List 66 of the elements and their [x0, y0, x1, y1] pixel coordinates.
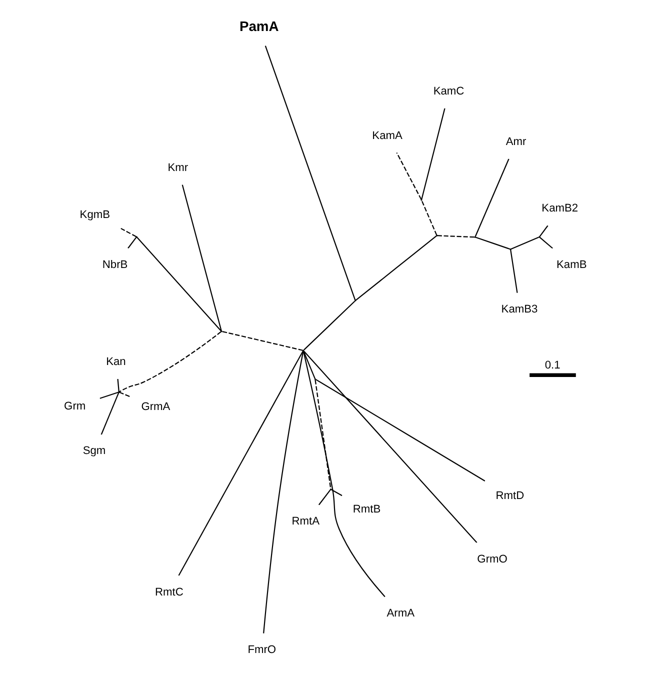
connector — [136, 236, 222, 332]
connector — [510, 250, 518, 293]
connector — [118, 392, 130, 398]
connector — [330, 489, 342, 496]
connector — [127, 236, 136, 249]
node-text: Sgm — [82, 445, 106, 458]
connector — [262, 350, 304, 634]
node-point — [538, 236, 540, 238]
node-text: RmtC — [154, 586, 183, 598]
connector — [302, 350, 385, 598]
connector — [100, 392, 119, 435]
node-text: Amr — [505, 136, 526, 148]
node-text: KamB2 — [541, 202, 578, 215]
connector — [99, 392, 118, 399]
connector — [181, 184, 222, 332]
node-point — [509, 248, 511, 250]
connector — [221, 330, 302, 351]
node-text: KamB3 — [500, 303, 538, 316]
node-point — [474, 236, 476, 238]
node-text: KgmB — [79, 208, 110, 221]
node-text: PamA — [238, 18, 278, 34]
connector — [396, 152, 422, 200]
connector — [314, 380, 331, 489]
node-text: Kmr — [167, 162, 188, 174]
node-text: Grm — [64, 400, 86, 413]
node-text: NbrB — [102, 258, 128, 271]
node-text: KamB — [556, 258, 586, 271]
connector — [538, 225, 548, 237]
connector — [303, 300, 355, 350]
node-text: ArmA — [386, 608, 414, 620]
node-point — [220, 330, 222, 332]
connector — [436, 235, 474, 238]
connector — [314, 378, 485, 482]
connector — [264, 46, 356, 300]
node-point — [302, 350, 304, 352]
connector — [116, 378, 119, 392]
node-point — [354, 300, 356, 302]
node-text: FmrO — [247, 644, 276, 656]
node-point — [135, 236, 137, 238]
connector — [355, 236, 436, 301]
node-text: GrmO — [476, 553, 507, 566]
node-text: RmtA — [291, 516, 320, 528]
node-text: KamA — [372, 130, 402, 142]
node-text: RmtD — [495, 490, 524, 502]
connector — [118, 331, 221, 392]
node-text: RmtB — [352, 503, 380, 516]
node-point — [329, 488, 332, 490]
node-text: Kan — [106, 356, 126, 368]
node-point — [420, 199, 422, 201]
connector — [510, 236, 538, 250]
connector — [538, 236, 553, 249]
connector — [302, 350, 477, 544]
connector — [178, 350, 304, 576]
connector — [474, 236, 510, 250]
node-point — [436, 234, 438, 236]
node-point — [118, 391, 120, 393]
connector — [420, 200, 437, 236]
connector — [420, 108, 445, 200]
node-point — [314, 378, 316, 380]
node-text: KamC — [432, 85, 464, 98]
node-text: GrmA — [140, 401, 170, 414]
connector — [474, 158, 509, 237]
connector — [302, 350, 315, 379]
connector — [120, 228, 136, 238]
connector — [318, 489, 330, 506]
label: 0.1 — [544, 359, 560, 372]
